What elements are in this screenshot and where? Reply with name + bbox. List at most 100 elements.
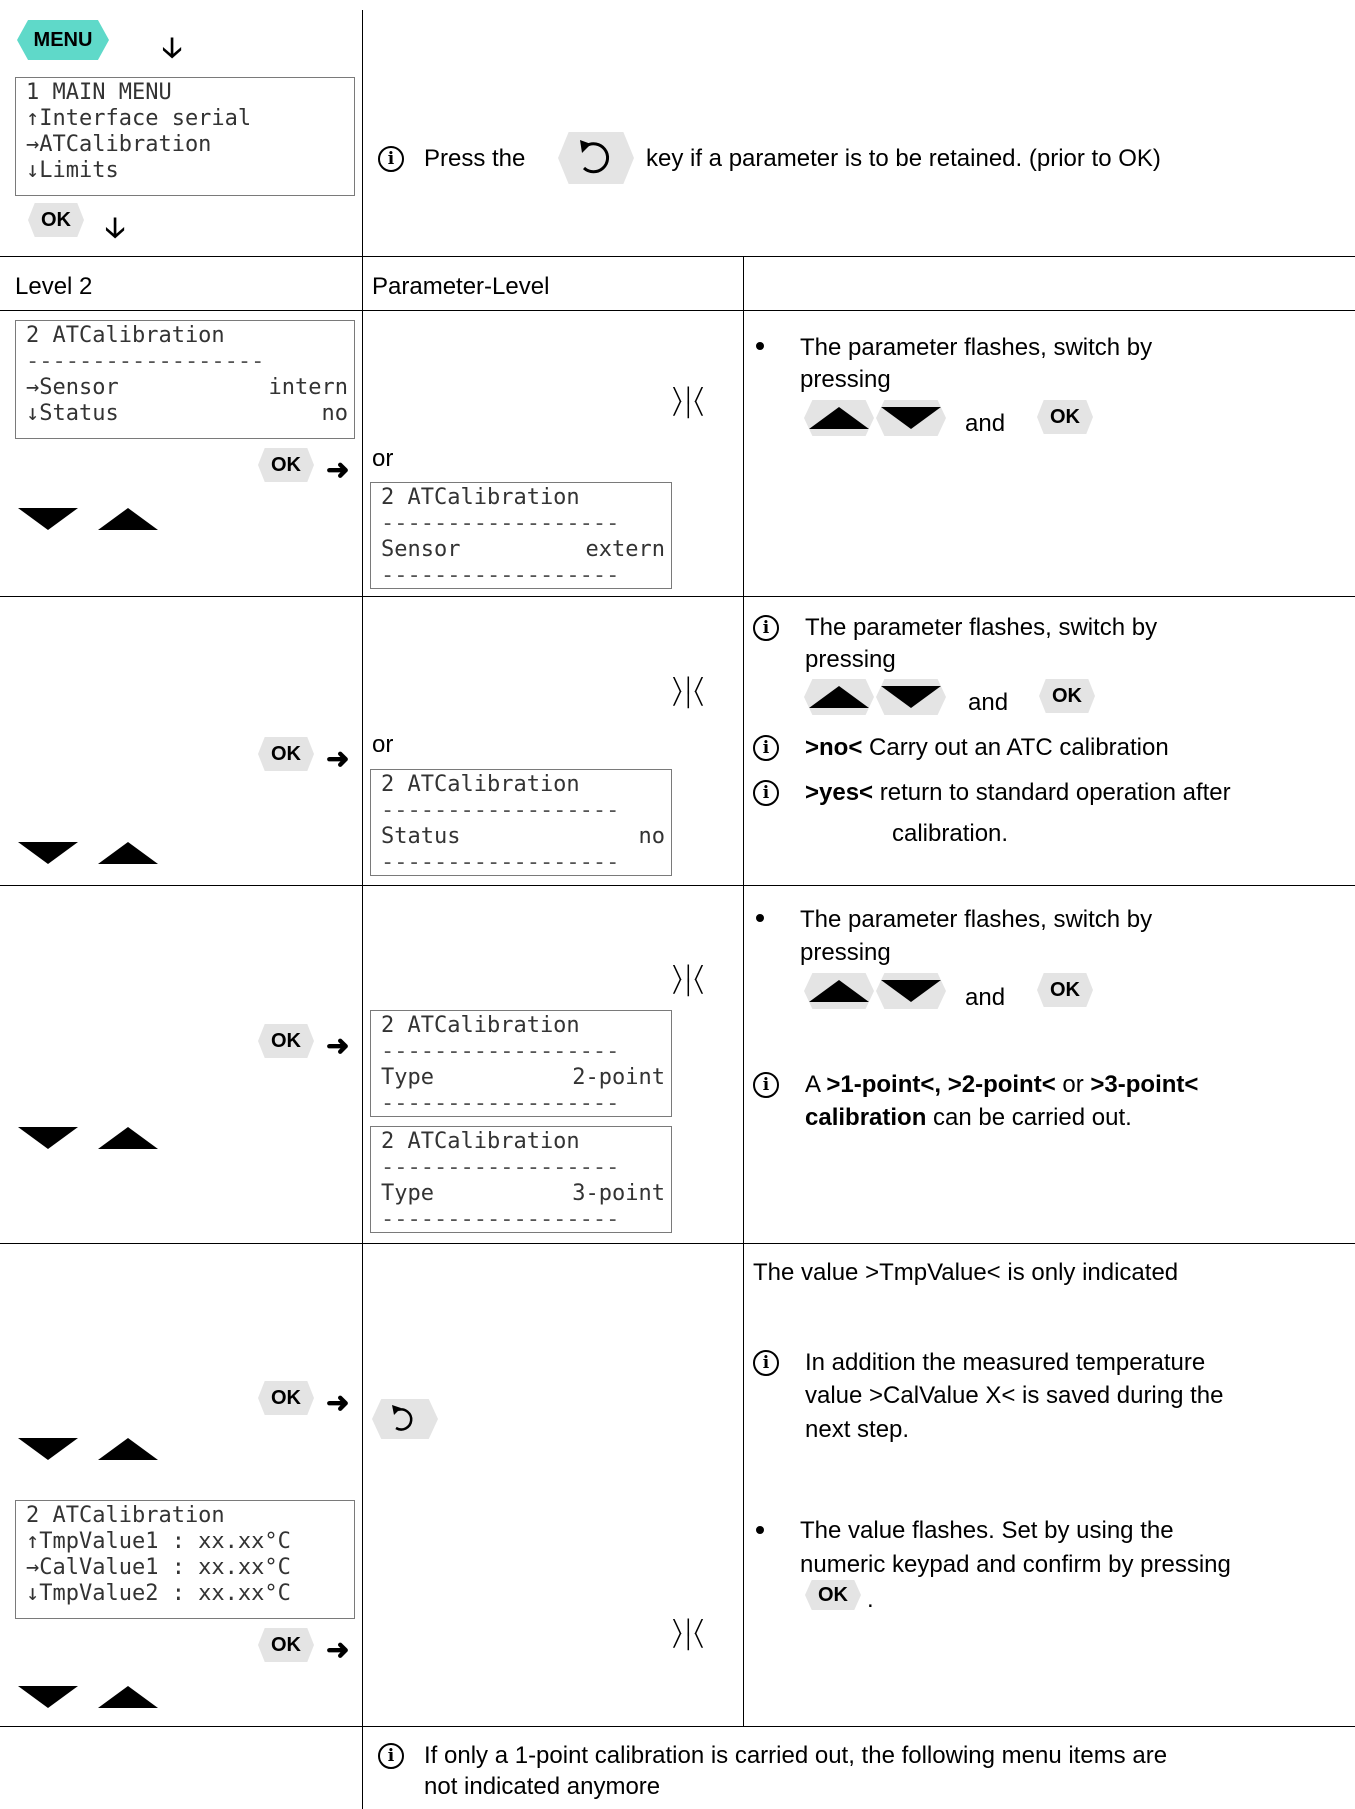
- row-divider: [0, 1726, 1355, 1727]
- ok-key-label: OK: [271, 1633, 301, 1656]
- lcd-value: 2-point: [572, 1065, 665, 1090]
- back-key-icon[interactable]: [372, 1399, 438, 1439]
- text-bold: calibration: [805, 1104, 927, 1131]
- row-divider: [0, 256, 1355, 257]
- lcd-separator: ------------------: [381, 1207, 620, 1232]
- back-key-icon[interactable]: [558, 132, 634, 184]
- ok-key[interactable]: OK: [805, 1580, 861, 1610]
- instruction-text: pressing: [800, 366, 891, 393]
- down-key-icon: [881, 980, 941, 1002]
- no-option-desc: Carry out an ATC calibration: [862, 734, 1169, 761]
- info-icon: i: [378, 1743, 404, 1769]
- instruction-text: next step.: [805, 1416, 910, 1443]
- row-divider: [0, 310, 1355, 311]
- no-option-text: >no< Carry out an ATC calibration: [805, 734, 1169, 762]
- lcd-value: extern: [585, 537, 665, 562]
- yes-option-text: >yes< return to standard operation after: [805, 779, 1231, 807]
- lcd-title: 2 ATCalibration: [381, 1013, 580, 1038]
- instruction-text: The parameter flashes, switch by: [805, 614, 1158, 641]
- and-label: and: [968, 689, 1009, 716]
- ok-key[interactable]: OK: [258, 737, 314, 771]
- calibration-types-text-cont: calibration can be carried out.: [805, 1104, 1132, 1132]
- lcd-value: no: [321, 401, 349, 426]
- down-key[interactable]: [876, 400, 946, 436]
- indicated-value-text: The value >TmpValue< is only indicated: [753, 1259, 1179, 1286]
- instruction-text: The parameter flashes, switch by: [800, 906, 1153, 933]
- lcd-line: →CalValue1 : xx.xx°C: [26, 1555, 291, 1580]
- lcd-line: →ATCalibration: [26, 132, 212, 157]
- flashing-icon: \|/ /|\: [672, 1616, 705, 1651]
- up-key[interactable]: [804, 400, 874, 436]
- row-divider: [0, 885, 1355, 886]
- header-level-2: Level 2: [15, 273, 93, 300]
- lcd-line: ↓TmpValue2 : xx.xx°C: [26, 1581, 291, 1606]
- instruction-text: pressing: [800, 939, 891, 966]
- ok-key-label: OK: [818, 1583, 848, 1606]
- down-key-icon[interactable]: [18, 842, 78, 864]
- lcd-value: intern: [268, 375, 348, 400]
- up-key[interactable]: [804, 973, 874, 1009]
- down-key[interactable]: [876, 973, 946, 1009]
- up-key-icon[interactable]: [98, 508, 158, 530]
- info-icon: i: [753, 1072, 779, 1098]
- lcd-separator: ------------------: [381, 1091, 620, 1116]
- ok-key[interactable]: OK: [1039, 679, 1095, 713]
- lcd-line: ↑TmpValue1 : xx.xx°C: [26, 1529, 291, 1554]
- ok-key-label: OK: [271, 1029, 301, 1052]
- lcd-title: 2 ATCalibration: [26, 323, 225, 348]
- menu-key[interactable]: MENU: [17, 20, 109, 60]
- and-label: and: [965, 984, 1006, 1011]
- down-key-icon[interactable]: [18, 508, 78, 530]
- lcd-line: 1 MAIN MENU: [26, 80, 172, 105]
- down-key-icon[interactable]: [18, 1127, 78, 1149]
- lcd-separator: ------------------: [381, 511, 620, 536]
- lcd-separator: ------------------: [26, 349, 265, 374]
- sensor-display: 2 ATCalibration ------------------ →Sens…: [15, 320, 355, 439]
- arrow-right-icon: ➜: [326, 1634, 350, 1665]
- flashing-icon: \|/ /|\: [672, 674, 705, 709]
- ok-key-label: OK: [1050, 978, 1080, 1001]
- up-key-icon[interactable]: [98, 1438, 158, 1460]
- lcd-value: 3-point: [572, 1181, 665, 1206]
- up-key-icon[interactable]: [98, 1686, 158, 1708]
- ok-key[interactable]: OK: [258, 1381, 314, 1415]
- down-key-icon[interactable]: [18, 1438, 78, 1460]
- down-key[interactable]: [876, 679, 946, 715]
- lcd-label: Type: [381, 1181, 434, 1206]
- ok-key[interactable]: OK: [258, 1628, 314, 1662]
- arrow-right-icon: ➜: [326, 454, 350, 485]
- lcd-label: Type: [381, 1065, 434, 1090]
- yes-option-desc: return to standard operation after: [873, 779, 1231, 806]
- instruction-text: The parameter flashes, switch by: [800, 334, 1153, 361]
- ok-key[interactable]: OK: [1037, 973, 1093, 1007]
- ok-key[interactable]: OK: [1037, 400, 1093, 434]
- up-key[interactable]: [804, 679, 874, 715]
- lcd-label: Sensor: [381, 537, 461, 562]
- info-icon: i: [753, 1350, 779, 1376]
- lcd-value: no: [638, 824, 666, 849]
- values-display: 2 ATCalibration ↑TmpValue1 : xx.xx°C →Ca…: [15, 1500, 355, 1619]
- ok-key[interactable]: OK: [258, 1024, 314, 1058]
- up-key-icon[interactable]: [98, 842, 158, 864]
- arrow-down-icon: 🡣: [105, 212, 126, 243]
- ok-key[interactable]: OK: [28, 203, 84, 237]
- text-bold: >3-point<: [1090, 1071, 1199, 1098]
- ok-key-label: OK: [271, 742, 301, 765]
- flashing-icon: \|/ /|\: [672, 962, 705, 997]
- punctuation: .: [867, 1586, 874, 1613]
- lcd-label: ↓Status: [26, 401, 119, 426]
- down-key-icon[interactable]: [18, 1686, 78, 1708]
- lcd-separator: ------------------: [381, 563, 620, 588]
- up-key-icon[interactable]: [98, 1127, 158, 1149]
- ok-key[interactable]: OK: [258, 448, 314, 482]
- yes-option-desc-cont: calibration.: [892, 820, 1009, 847]
- row-divider: [0, 596, 1355, 597]
- lcd-separator: ------------------: [381, 1039, 620, 1064]
- lcd-separator: ------------------: [381, 850, 620, 875]
- text-bold: >1-point<, >2-point<: [826, 1071, 1056, 1098]
- status-param-display: 2 ATCalibration ------------------ Statu…: [370, 769, 672, 876]
- no-option-label: >no<: [805, 734, 863, 761]
- lcd-title: 2 ATCalibration: [26, 1503, 225, 1528]
- footer-note-cont: not indicated anymore: [424, 1773, 661, 1800]
